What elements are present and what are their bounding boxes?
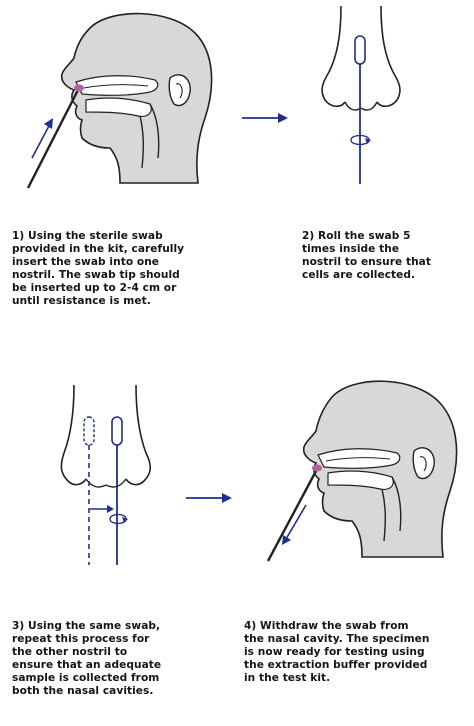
right-arrow-icon	[186, 490, 234, 506]
swab-tip	[74, 85, 84, 92]
swab-tip	[112, 417, 122, 445]
rotate-icon	[110, 515, 128, 524]
step-3-text: 3) Using the same swab, repeat this proc…	[12, 620, 232, 698]
nose-front-icon	[60, 385, 170, 567]
step-2-text: 2) Roll the swab 5 times inside the nost…	[302, 230, 472, 282]
right-arrow-icon	[242, 110, 290, 126]
swab-stick	[268, 471, 316, 561]
step-2-illustration	[315, 6, 415, 186]
swab-stick	[28, 90, 78, 188]
swab-tip	[355, 36, 365, 64]
nose-front-icon	[315, 6, 415, 186]
head-profile-icon	[20, 8, 220, 198]
step-1-illustration	[20, 8, 220, 198]
step-1-text: 1) Using the sterile swab provided in th…	[12, 230, 247, 308]
step-4-text: 4) Withdraw the swab from the nasal cavi…	[244, 620, 474, 685]
swab-tip	[312, 465, 322, 472]
step-3-illustration	[60, 385, 170, 567]
head-profile-icon	[262, 375, 467, 575]
step-4-illustration	[262, 375, 467, 575]
rotate-icon	[351, 136, 371, 145]
